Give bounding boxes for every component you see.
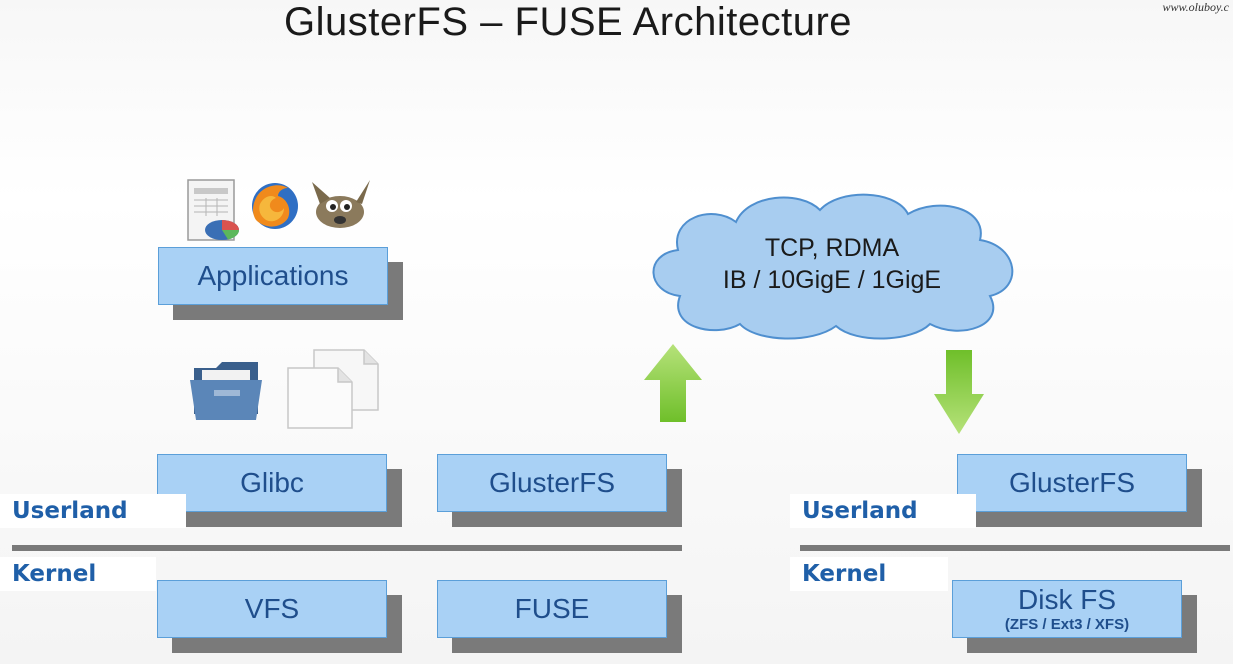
spreadsheet-icon bbox=[187, 179, 240, 241]
glibc-node: Glibc bbox=[157, 454, 402, 528]
firefox-icon bbox=[252, 183, 298, 229]
watermark: www.oluboy.c bbox=[1162, 0, 1229, 14]
diskfs-node: Disk FS (ZFS / Ext3 / XFS) bbox=[952, 580, 1198, 654]
userland-kernel-divider-left bbox=[12, 545, 682, 551]
gimp-icon bbox=[312, 180, 370, 228]
page-title: GlusterFS – FUSE Architecture bbox=[284, 0, 853, 44]
vfs-label: VFS bbox=[244, 593, 300, 624]
applications-node: Applications bbox=[158, 247, 403, 323]
folder-icon bbox=[190, 362, 262, 420]
glusterfs-client-node: GlusterFS bbox=[437, 454, 682, 528]
glusterfs-client-label: GlusterFS bbox=[488, 467, 616, 498]
glibc-label: Glibc bbox=[240, 467, 304, 498]
userland-kernel-divider-right bbox=[800, 545, 1230, 551]
down-arrow-icon bbox=[934, 350, 984, 434]
fuse-label: FUSE bbox=[514, 593, 590, 624]
applications-label: Applications bbox=[197, 260, 349, 291]
network-cloud-text: TCP, RDMA IB / 10GigE / 1GigE bbox=[640, 232, 1024, 296]
cloud-icon bbox=[652, 193, 1014, 340]
kernel-label-left: Kernel bbox=[0, 557, 156, 591]
documents-icon bbox=[287, 349, 379, 429]
diskfs-sublabel: (ZFS / Ext3 / XFS) bbox=[1004, 615, 1130, 633]
fuse-node: FUSE bbox=[437, 580, 682, 654]
kernel-label-right: Kernel bbox=[790, 557, 948, 591]
glusterfs-server-node: GlusterFS bbox=[957, 454, 1202, 528]
userland-label-right: Userland bbox=[790, 494, 976, 528]
cloud-line-1: TCP, RDMA bbox=[764, 234, 900, 262]
up-arrow-icon bbox=[644, 344, 702, 422]
cloud-line-2: IB / 10GigE / 1GigE bbox=[722, 266, 942, 294]
diskfs-label: Disk FS bbox=[1018, 583, 1116, 615]
glusterfs-server-label: GlusterFS bbox=[1008, 467, 1136, 498]
userland-label-left: Userland bbox=[0, 494, 186, 528]
vfs-node: VFS bbox=[157, 580, 402, 654]
